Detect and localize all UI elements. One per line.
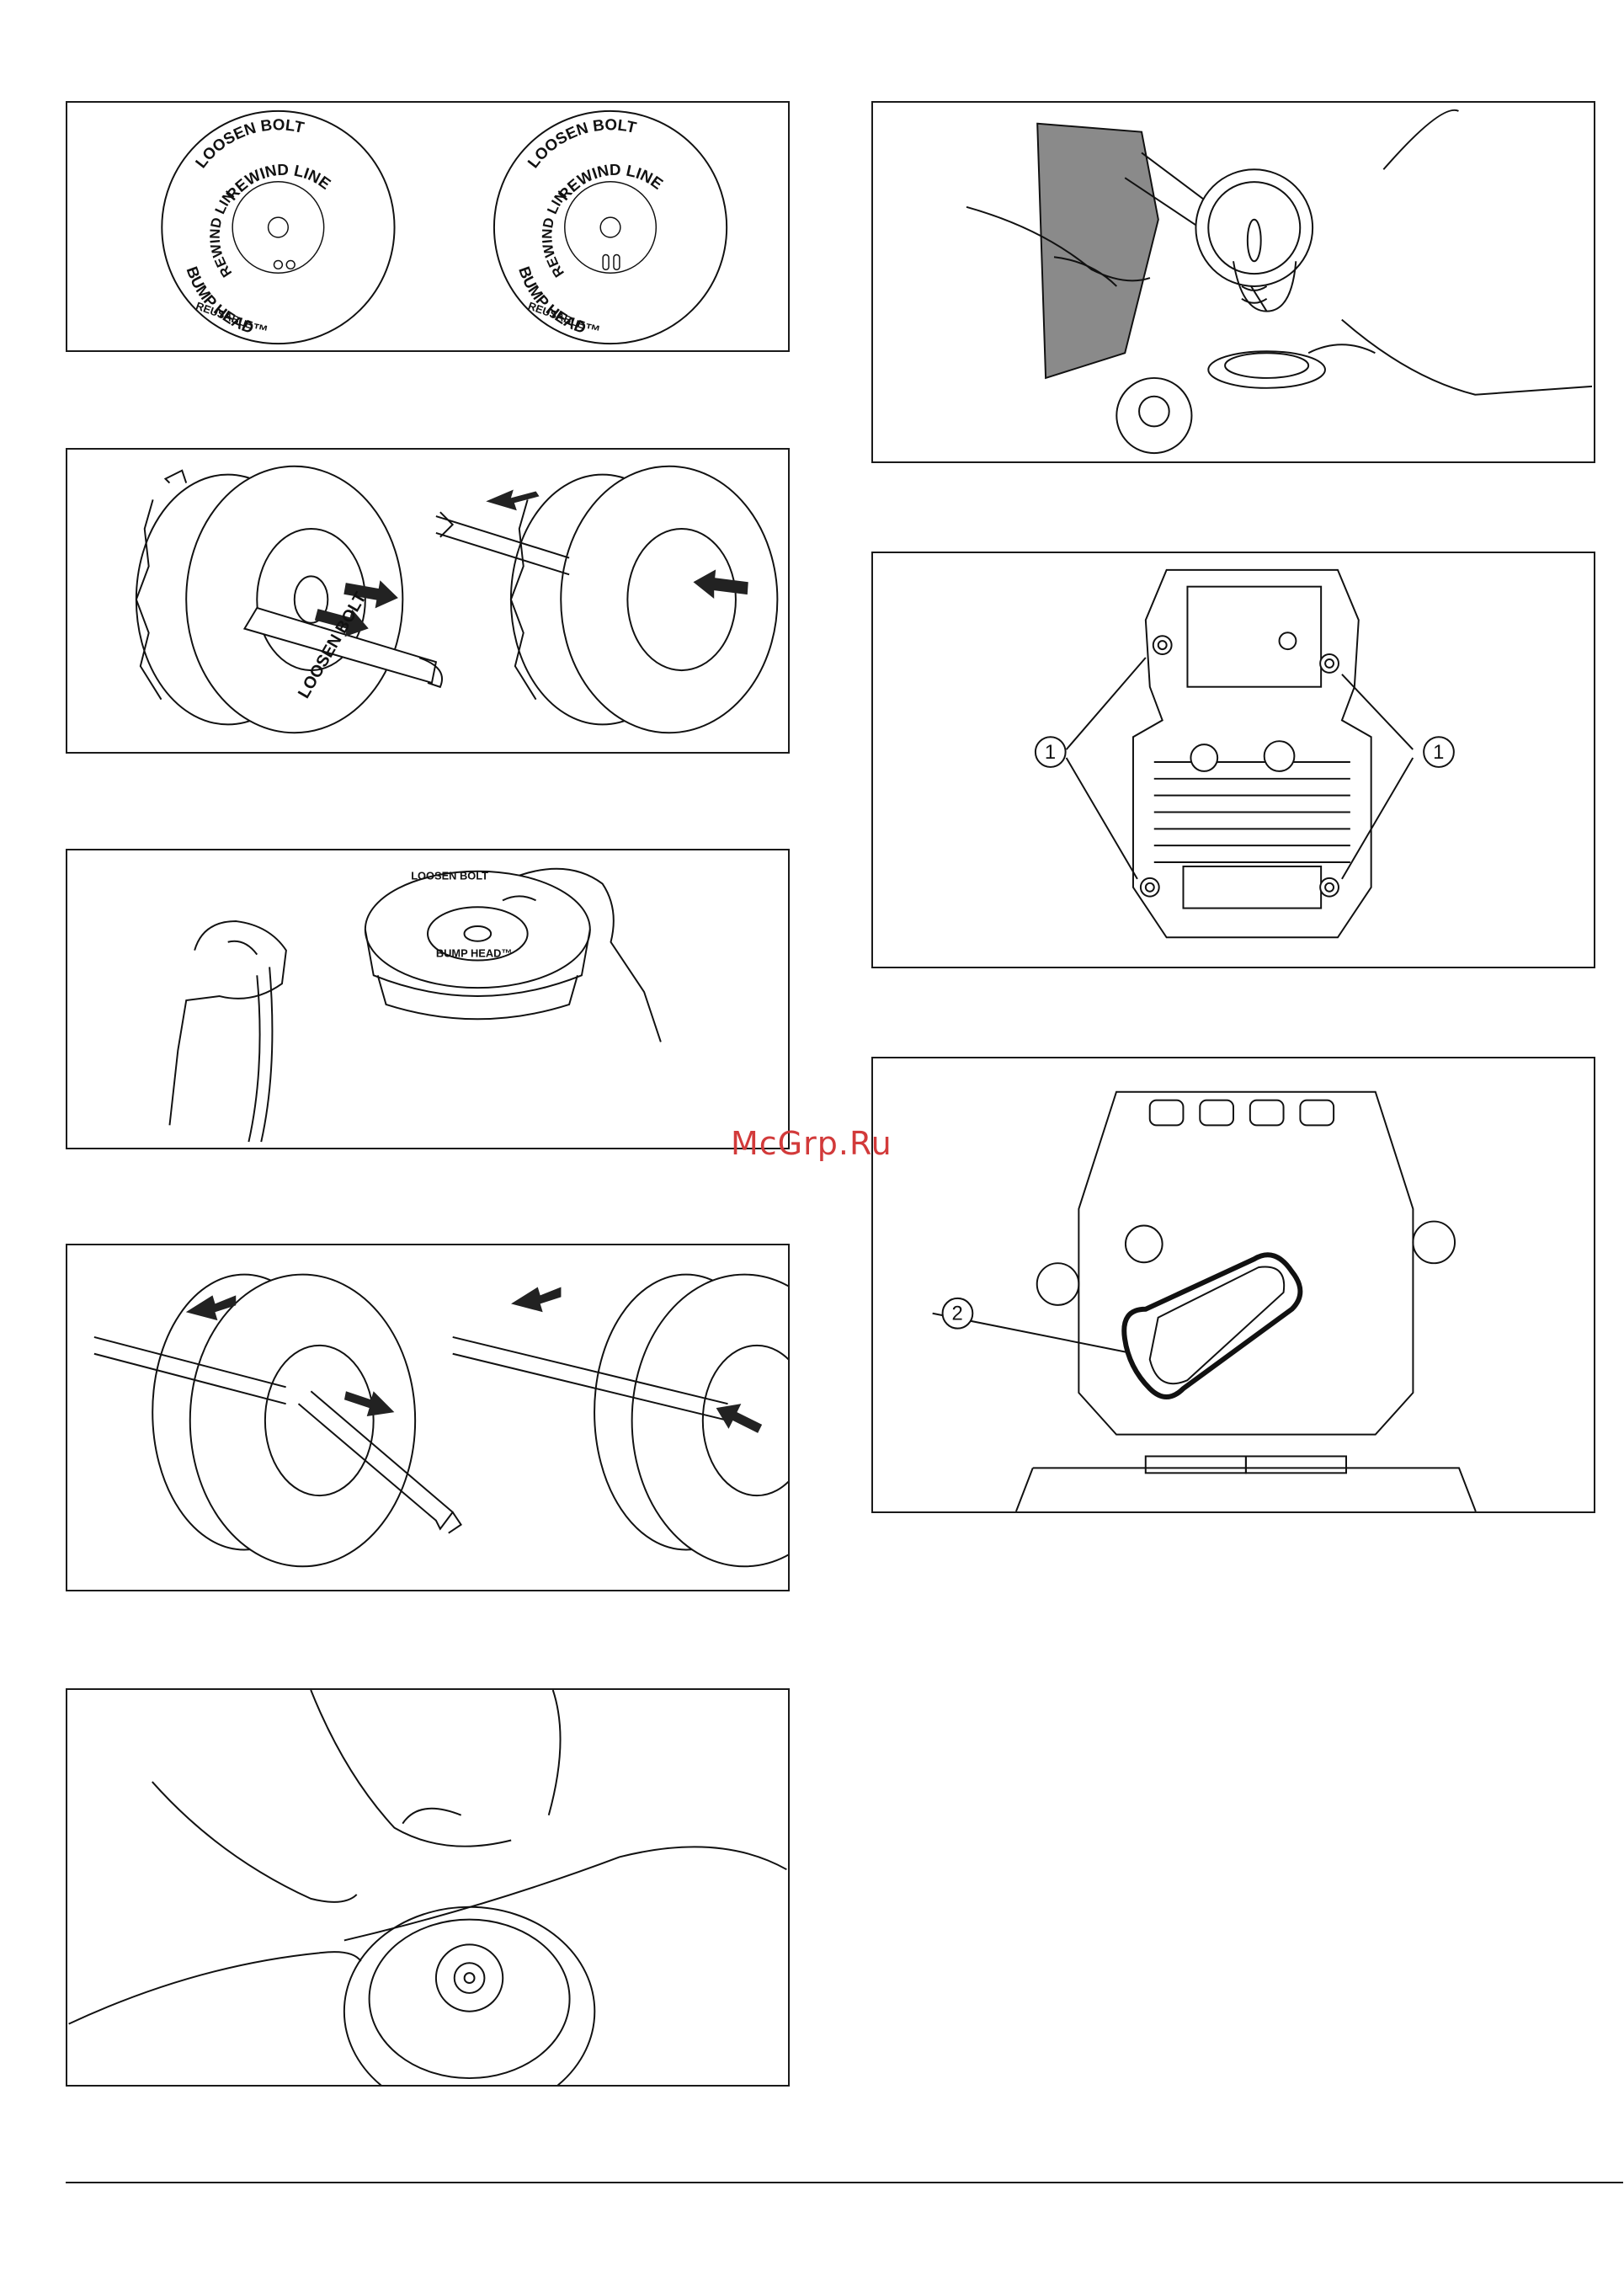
hex-key-illustration [67,1245,788,1590]
trimmer-shield [1037,124,1158,378]
figure-spool-faces: LOOSEN BOLT REWIND LINE REWIND LINE BUMP… [66,101,790,352]
callout-label-right: 1 [1433,741,1444,764]
figure-spool-line-hands [66,1688,790,2087]
spool-cap [1208,351,1325,388]
spool-top [365,871,590,988]
figure-head-removal [871,101,1595,463]
footer-divider [66,2182,1623,2183]
callout-label-left: 1 [1045,741,1056,764]
hands-spool-loosen-label: LOOSEN BOLT [411,870,488,882]
hands-spool-bump-head-label: BUMP HEAD™ [436,947,512,960]
head-removal-illustration [873,103,1594,461]
watermark: McGrp.Ru [731,1125,892,1162]
figure-hands-winding: LOOSEN BOLT BUMP HEAD™ [66,849,790,1149]
figure-spool-line-insert: LOOSEN BOLT [66,448,790,754]
spool-insert-illustration: LOOSEN BOLT [67,450,788,752]
spool-left [136,466,442,733]
bump-knob [1116,378,1191,453]
spool-body [344,1907,594,2085]
screw-bottom-right [1320,878,1339,897]
spool-right [436,466,777,733]
callout-label-gasket: 2 [951,1303,962,1325]
screw-top-left [1153,636,1172,654]
screw-top-right [1320,654,1339,673]
figure-engine-housing: 1 1 [871,552,1595,968]
spool-faces-illustration: LOOSEN BOLT REWIND LINE REWIND LINE BUMP… [67,103,788,350]
spool-hands-illustration [67,1690,788,2085]
gasket-illustration: 2 [873,1058,1594,1511]
hands-winding-illustration: LOOSEN BOLT BUMP HEAD™ [67,850,788,1148]
figure-hex-key [66,1244,790,1591]
engine-housing-illustration: 1 1 [873,553,1594,967]
screw-bottom-left [1141,878,1159,897]
figure-gasket: 2 [871,1057,1595,1513]
